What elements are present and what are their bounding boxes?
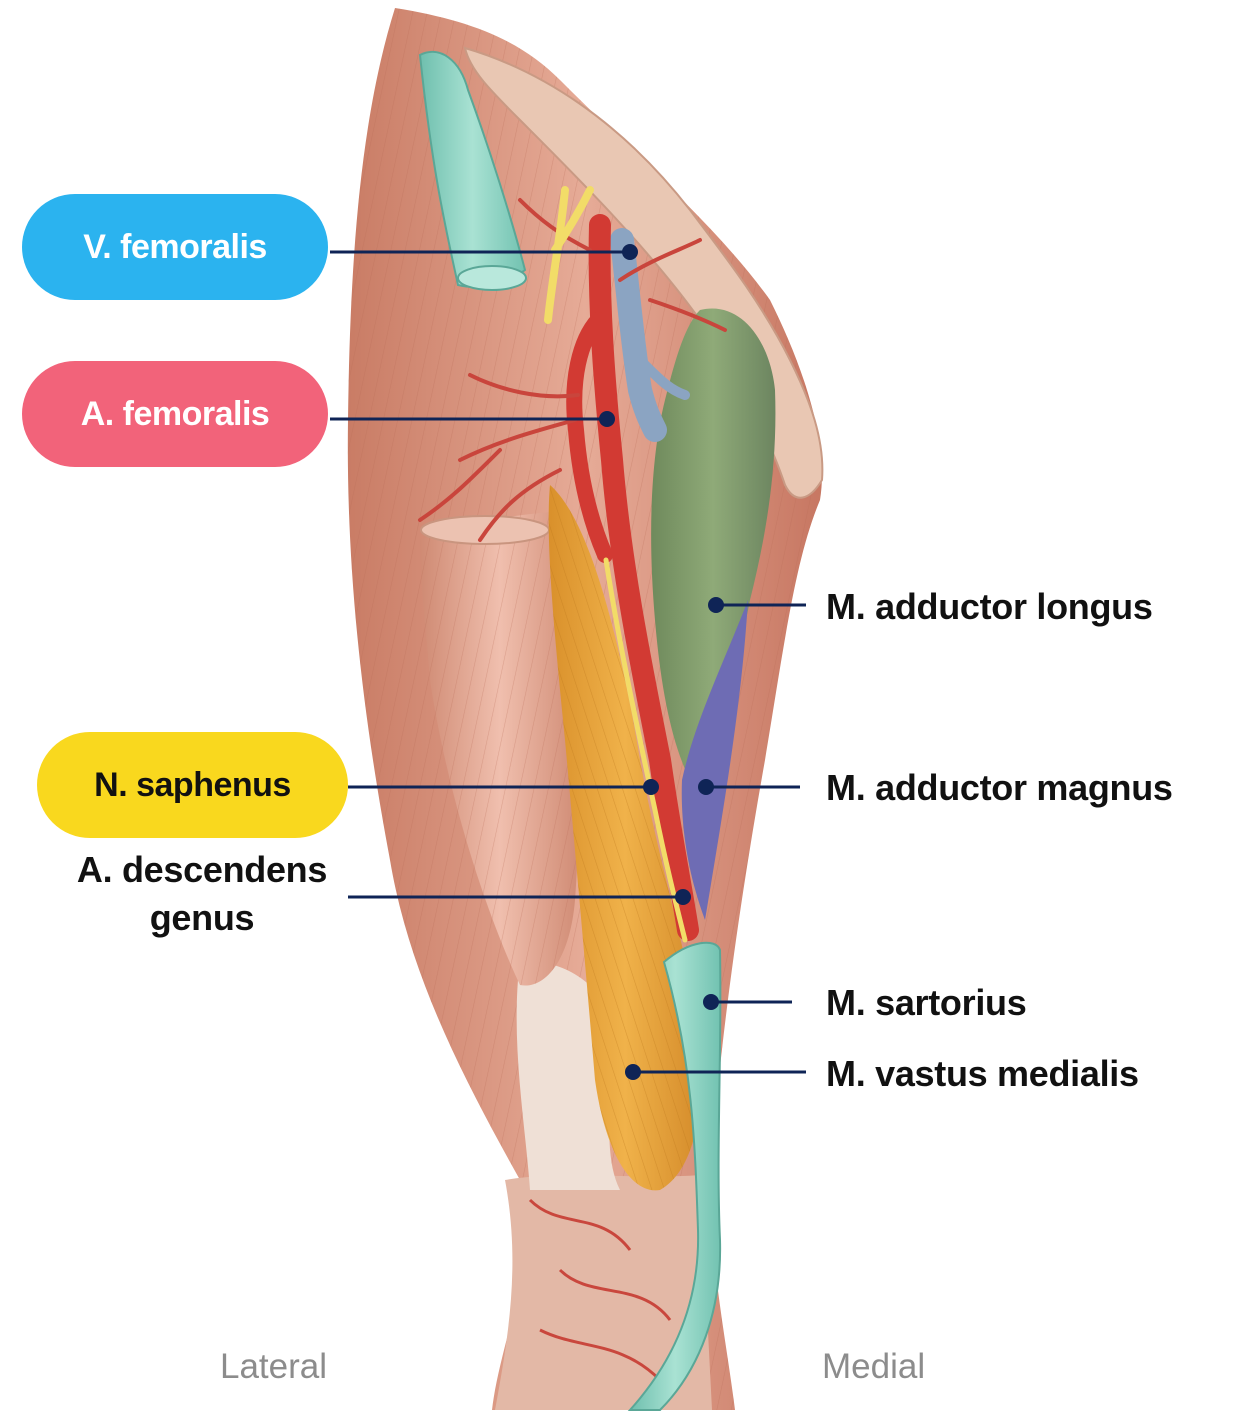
orientation-lateral: Lateral	[220, 1347, 328, 1386]
dot-artery	[599, 411, 615, 427]
orientation-medial: Medial	[822, 1347, 926, 1386]
label-vastus-medialis: M. vastus medialis	[826, 1053, 1139, 1094]
dot-adductor-magnus	[698, 779, 714, 795]
dot-descending-artery	[675, 889, 691, 905]
label-adductor-longus: M. adductor longus	[826, 586, 1153, 627]
label-saphenous-nerve-text: N. saphenus	[94, 765, 291, 804]
label-femoral-artery-text: A. femoralis	[80, 394, 270, 433]
dot-adductor-longus	[708, 597, 724, 613]
label-saphenous-nerve: N. saphenus	[37, 732, 348, 838]
dot-nerve	[643, 779, 659, 795]
label-femoral-vein: V. femoralis	[22, 194, 328, 300]
sartorius-upper	[418, 50, 527, 288]
profunda-branch	[566, 312, 613, 563]
label-sartorius: M. sartorius	[826, 982, 1027, 1023]
label-descending-line2: genus	[149, 897, 255, 938]
adductor-longus	[651, 308, 776, 780]
saphenous-nerve	[544, 186, 594, 324]
label-femoral-vein-text: V. femoralis	[83, 227, 267, 266]
leader-lines	[330, 250, 806, 1074]
skin-flap	[463, 46, 824, 499]
label-adductor-magnus: M. adductor magnus	[826, 767, 1173, 808]
label-descending-line1: A. descendens	[76, 849, 328, 890]
dot-vein	[622, 244, 638, 260]
knee-region	[495, 1175, 712, 1410]
leader-dots	[599, 244, 724, 1080]
dot-sartorius	[703, 994, 719, 1010]
dot-vastus-medialis	[625, 1064, 641, 1080]
label-femoral-artery: A. femoralis	[22, 361, 328, 467]
sartorius-lower	[627, 941, 722, 1411]
label-descending-genicular-artery: A. descendens genus	[52, 846, 352, 942]
adductor-magnus	[681, 600, 748, 920]
femoral-artery	[588, 214, 699, 941]
